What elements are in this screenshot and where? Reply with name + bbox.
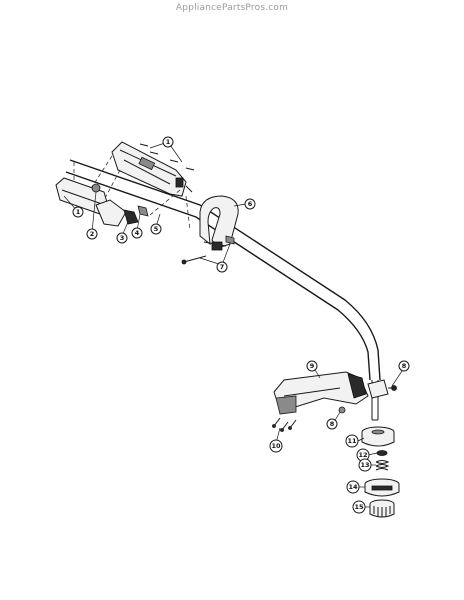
- svg-text:8: 8: [402, 362, 407, 370]
- callout-8-lower: 8: [326, 418, 338, 430]
- svg-text:12: 12: [358, 451, 367, 459]
- callout-4: 4: [131, 227, 143, 239]
- callout-7: 7: [216, 261, 228, 273]
- lower-grip-housing: [55, 177, 127, 227]
- callout-1: 1: [162, 136, 174, 148]
- debris-guard: [273, 371, 369, 415]
- callout-8: 8: [398, 360, 410, 372]
- callout-5: 5: [150, 223, 162, 235]
- guard-clamp: [367, 379, 397, 399]
- svg-text:11: 11: [347, 437, 357, 445]
- callout-1-lower: 1: [72, 206, 84, 218]
- callout-12: 12: [356, 448, 370, 462]
- svg-text:1: 1: [76, 208, 81, 216]
- housing-screws: [139, 143, 195, 193]
- svg-text:15: 15: [354, 503, 364, 511]
- assist-handle: [199, 195, 239, 251]
- drive-shaft: [65, 159, 381, 421]
- callout-14: 14: [346, 480, 360, 494]
- callout-15: 15: [352, 500, 366, 514]
- watermark-text: AppliancePartsPros.com: [175, 3, 289, 13]
- callout-13: 13: [358, 458, 372, 472]
- upper-housing-half: [111, 141, 187, 197]
- callout-10: 10: [269, 439, 283, 453]
- guard-screws: [272, 417, 297, 432]
- svg-text:14: 14: [348, 483, 358, 491]
- trigger-parts: [91, 183, 149, 225]
- guard-screw: [338, 406, 346, 414]
- callout-11: 11: [345, 434, 359, 448]
- handle-bolts: [181, 235, 235, 265]
- callout-9: 9: [306, 360, 318, 372]
- callout-3: 3: [116, 232, 128, 244]
- svg-text:7: 7: [220, 263, 225, 271]
- svg-text:3: 3: [120, 234, 125, 242]
- svg-text:9: 9: [310, 362, 315, 370]
- callout-6: 6: [244, 198, 256, 210]
- callout-2: 2: [86, 228, 98, 240]
- trimmer-head-parts: [361, 426, 400, 518]
- svg-text:10: 10: [271, 442, 281, 450]
- svg-text:13: 13: [360, 461, 369, 469]
- svg-text:4: 4: [135, 229, 140, 237]
- svg-text:8: 8: [330, 420, 335, 428]
- svg-text:1: 1: [166, 138, 171, 146]
- svg-text:5: 5: [154, 225, 159, 233]
- svg-text:6: 6: [248, 200, 253, 208]
- svg-text:2: 2: [90, 230, 95, 238]
